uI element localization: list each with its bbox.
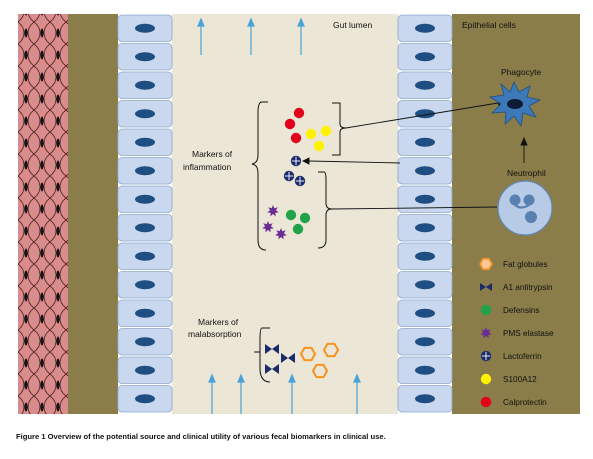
phagocyte-icon	[488, 81, 542, 128]
cell-nucleus	[135, 251, 155, 261]
cell-nucleus	[415, 251, 435, 261]
neutrophil-pointer-line	[331, 206, 498, 210]
hexagon-icon	[479, 257, 493, 271]
fat-globule-markers	[299, 342, 340, 379]
legend-label-s100: S100A12	[503, 375, 537, 384]
markers-inflammation-label-1: Markers of	[192, 149, 233, 159]
cell-nucleus	[135, 109, 155, 119]
legend-label-calp: Calprotectin	[503, 398, 547, 407]
legend-label-pms: PMS elastase	[503, 329, 554, 338]
pms-elastase-particle	[267, 205, 279, 217]
cell-nucleus	[415, 394, 435, 404]
cell-nucleus	[415, 223, 435, 233]
pms-elastase-particle	[275, 228, 287, 240]
cell-nucleus	[135, 308, 155, 318]
legend-label-lac: Lactoferrin	[503, 352, 542, 361]
neutrophil-label: Neutrophil	[507, 168, 546, 178]
cell-nucleus	[135, 280, 155, 290]
cell-nucleus	[135, 194, 155, 204]
lumen-flow-arrows-bottom	[208, 373, 361, 414]
gut-lumen	[172, 14, 398, 414]
circle-icon	[480, 396, 492, 408]
cell-nucleus	[135, 166, 155, 176]
cell-nucleus	[415, 365, 435, 375]
fat-globule-particle	[322, 342, 340, 358]
legend-item-lac: Lactoferrin	[480, 350, 542, 362]
markers-malabsorption-label-1: Markers of	[198, 317, 239, 327]
a1-antitrypsin-markers	[265, 344, 295, 374]
cell-nucleus	[415, 166, 435, 176]
cell-nucleus	[135, 394, 155, 404]
legend-item-a1at: A1 antitrypsin	[480, 283, 553, 292]
circle-icon	[480, 373, 492, 385]
cell-nucleus	[415, 80, 435, 90]
defensins-markers	[285, 209, 311, 235]
cell-nucleus	[415, 23, 435, 33]
malabsorption-bracket	[254, 327, 271, 383]
cell-nucleus	[415, 280, 435, 290]
epithelial-cells-label: Epithelial cells	[462, 20, 516, 30]
cell-nucleus	[415, 137, 435, 147]
legend-item-calp: Calprotectin	[480, 396, 547, 408]
gut-lumen-label: Gut lumen	[333, 20, 372, 30]
legend-item-pms: PMS elastase	[480, 327, 554, 339]
cell-nucleus	[135, 52, 155, 62]
calprotectin-markers	[284, 107, 305, 144]
s100a12-markers	[305, 125, 332, 152]
muscle-layer	[18, 14, 68, 414]
cell-nucleus	[135, 23, 155, 33]
circle-icon	[480, 304, 492, 316]
legend-label-a1at: A1 antitrypsin	[503, 283, 553, 292]
legend-label-fat: Fat globules	[503, 260, 548, 269]
cell-nucleus	[135, 365, 155, 375]
epithelial-column-left	[117, 14, 173, 413]
phagocyte-label: Phagocyte	[501, 67, 541, 77]
starburst-icon	[480, 327, 492, 339]
legend-item-s100: S100A12	[480, 373, 537, 385]
inflammation-bracket	[251, 101, 268, 251]
cell-nucleus	[135, 223, 155, 233]
cell-nucleus	[135, 137, 155, 147]
legend-label-def: Defensins	[503, 306, 539, 315]
cell-nucleus	[415, 337, 435, 347]
crossed-circle-icon	[480, 350, 492, 362]
fat-globule-particle	[311, 363, 329, 379]
cell-nucleus	[135, 80, 155, 90]
cell-nucleus	[415, 194, 435, 204]
lactoferrin-markers	[283, 155, 306, 187]
fat-globule-particle	[299, 346, 317, 362]
markers-malabsorption-label-2: malabsorption	[188, 329, 242, 339]
lactoferrin-pointer-line	[308, 160, 401, 164]
pms-elastase-particle	[262, 221, 274, 233]
neutrophil-icon	[497, 180, 553, 236]
bowtie-icon	[480, 283, 492, 291]
markers-inflammation-label-2: inflammation	[183, 162, 231, 172]
neutrophil-markers-bracket	[317, 171, 333, 249]
legend-item-def: Defensins	[480, 304, 539, 316]
phagocyte-pointer-line	[345, 102, 499, 129]
lumen-flow-arrows-top	[197, 17, 305, 55]
pms-elastase-markers	[262, 205, 287, 240]
cell-nucleus	[135, 337, 155, 347]
cell-nucleus	[415, 308, 435, 318]
submucosa-left	[68, 14, 118, 414]
cell-nucleus	[415, 52, 435, 62]
figure-caption: Figure 1 Overview of the potential sourc…	[16, 432, 386, 441]
epithelial-column-right	[397, 14, 453, 413]
legend-item-fat: Fat globules	[479, 257, 548, 271]
